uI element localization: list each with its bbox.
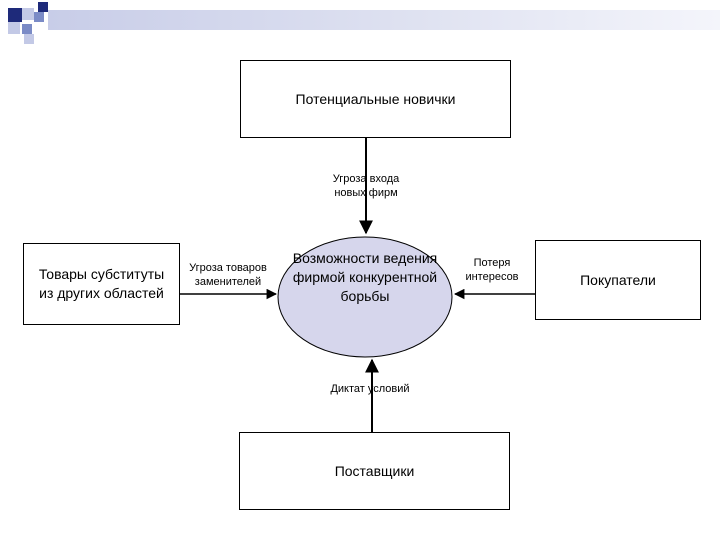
deco-square-light — [8, 22, 20, 34]
center-label: Возможности ведения фирмой конкурентной … — [292, 250, 438, 304]
bottom-box: Поставщики — [239, 432, 510, 510]
right-box: Покупатели — [535, 240, 701, 320]
deco-bar — [48, 10, 720, 30]
deco-square-mid — [22, 24, 32, 34]
bottom-box-label: Поставщики — [334, 463, 415, 479]
deco-square-light — [22, 8, 34, 20]
arrow-top-label: Угроза входа новых фирм — [332, 173, 400, 199]
top-box: Потенциальные новички — [240, 60, 511, 138]
deco-square-dark — [38, 2, 48, 12]
arrow-bottom-label: Диктат условий — [330, 383, 410, 395]
deco-square-dark — [8, 8, 22, 22]
left-box: Товары субституты из других областей — [23, 243, 180, 325]
arrow-right-label: Потеря интересов — [465, 257, 519, 283]
center-ellipse — [277, 236, 453, 358]
left-box-label: Товары субституты из других областей — [38, 266, 165, 301]
deco-square-mid — [34, 12, 44, 22]
right-box-label: Покупатели — [580, 272, 656, 288]
top-box-label: Потенциальные новички — [295, 91, 456, 107]
deco-square-light — [24, 34, 34, 44]
arrow-left-label: Угроза товаров заменителей — [189, 262, 267, 288]
